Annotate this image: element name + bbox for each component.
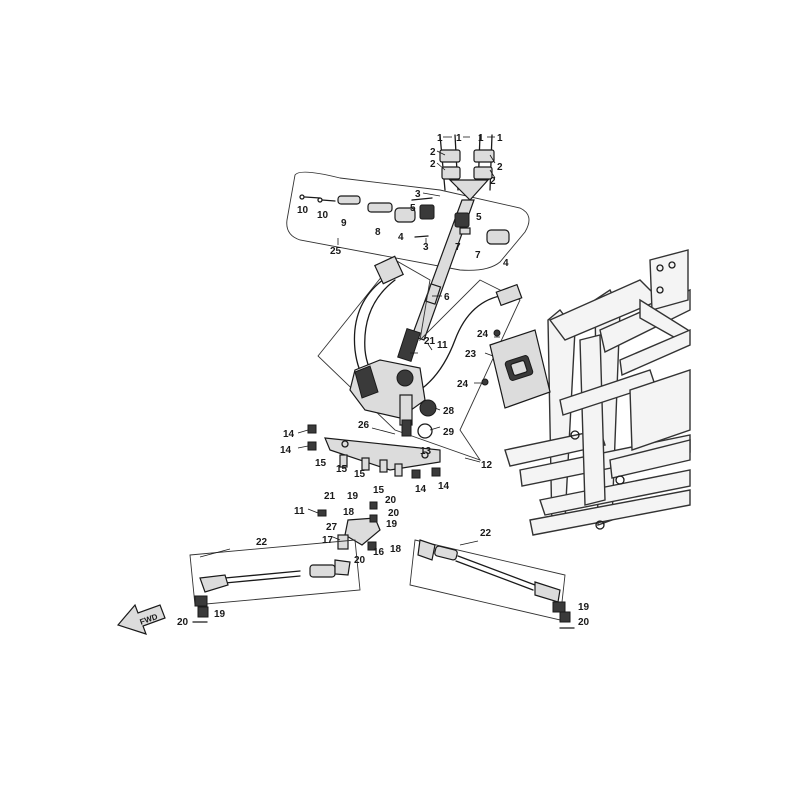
callout-19: 19 (386, 519, 398, 530)
callout-3: 3 (423, 242, 429, 253)
tie-rod-right (417, 539, 566, 613)
bushing-28 (419, 399, 437, 417)
callout-15: 15 (336, 464, 348, 475)
callout-19: 19 (347, 491, 359, 502)
callout-17: 17 (322, 535, 334, 546)
callout-4: 4 (503, 258, 509, 269)
callout-9: 9 (341, 218, 347, 229)
tie-rod-left-outline (189, 539, 361, 606)
nut-right-19 (559, 611, 571, 623)
eps-motor-assembly (349, 255, 523, 437)
callout-7: 7 (455, 242, 461, 253)
callout-23: 23 (465, 349, 477, 360)
vehicle-frame (504, 249, 691, 536)
callout-21: 21 (324, 491, 336, 502)
callout-15: 15 (373, 485, 385, 496)
part-callouts: 1 1 1 1 2 2 2 2 3 3 4 4 5 5 6 7 7 8 9 10… (177, 133, 590, 628)
callout-13: 13 (420, 446, 432, 457)
callout-25: 25 (330, 246, 342, 257)
callout-26: 26 (358, 420, 370, 431)
o-ring-29 (417, 423, 433, 439)
callout-21: 21 (424, 336, 436, 347)
mounting-bracket (307, 424, 441, 479)
callout-20: 20 (388, 508, 400, 519)
tie-rod-left (194, 559, 351, 607)
callout-1: 1 (437, 133, 443, 144)
callout-20: 20 (177, 617, 189, 628)
callout-3: 3 (415, 189, 421, 200)
forward-direction-arrow: FWD (116, 603, 166, 635)
callout-1: 1 (478, 133, 484, 144)
callout-1: 1 (456, 133, 462, 144)
callout-2: 2 (490, 176, 496, 187)
callout-10: 10 (317, 210, 329, 221)
callout-2: 2 (430, 159, 436, 170)
group-25-outline (286, 171, 530, 271)
callout-20: 20 (354, 555, 366, 566)
callout-14: 14 (438, 481, 450, 492)
eps-control-unit (481, 329, 551, 409)
callout-11: 11 (294, 506, 305, 517)
callout-1: 1 (497, 133, 503, 144)
callout-22: 22 (480, 528, 492, 539)
callout-12: 12 (481, 460, 493, 471)
callout-6: 6 (444, 292, 450, 303)
callout-2: 2 (497, 162, 503, 173)
callout-14: 14 (415, 484, 427, 495)
callout-19: 19 (578, 602, 590, 613)
callout-20: 20 (385, 495, 397, 506)
callout-24: 24 (457, 379, 469, 390)
callout-14: 14 (280, 445, 292, 456)
callout-8: 8 (375, 227, 381, 238)
steering-column (397, 134, 495, 363)
callout-27: 27 (326, 522, 338, 533)
group-12-outline (317, 259, 521, 461)
callout-15: 15 (354, 469, 366, 480)
callout-19: 19 (214, 609, 226, 620)
callout-7: 7 (475, 250, 481, 261)
callout-16: 16 (373, 547, 385, 558)
callout-5: 5 (410, 203, 416, 214)
steering-lock-parts (299, 194, 510, 245)
callout-18: 18 (390, 544, 402, 555)
callout-28: 28 (443, 406, 455, 417)
callout-20: 20 (578, 617, 590, 628)
callout-10: 10 (297, 205, 309, 216)
callout-14: 14 (283, 429, 295, 440)
callout-15: 15 (315, 458, 327, 469)
nut-left-19 (197, 606, 209, 618)
callout-18: 18 (343, 507, 355, 518)
callout-4: 4 (398, 232, 404, 243)
callout-29: 29 (443, 427, 455, 438)
leader-lines (199, 136, 500, 558)
callout-11: 11 (437, 340, 448, 351)
callout-2: 2 (430, 147, 436, 158)
callout-24: 24 (477, 329, 489, 340)
callout-22: 22 (256, 537, 268, 548)
callout-5: 5 (476, 212, 482, 223)
pitman-arm-assembly (317, 501, 381, 551)
